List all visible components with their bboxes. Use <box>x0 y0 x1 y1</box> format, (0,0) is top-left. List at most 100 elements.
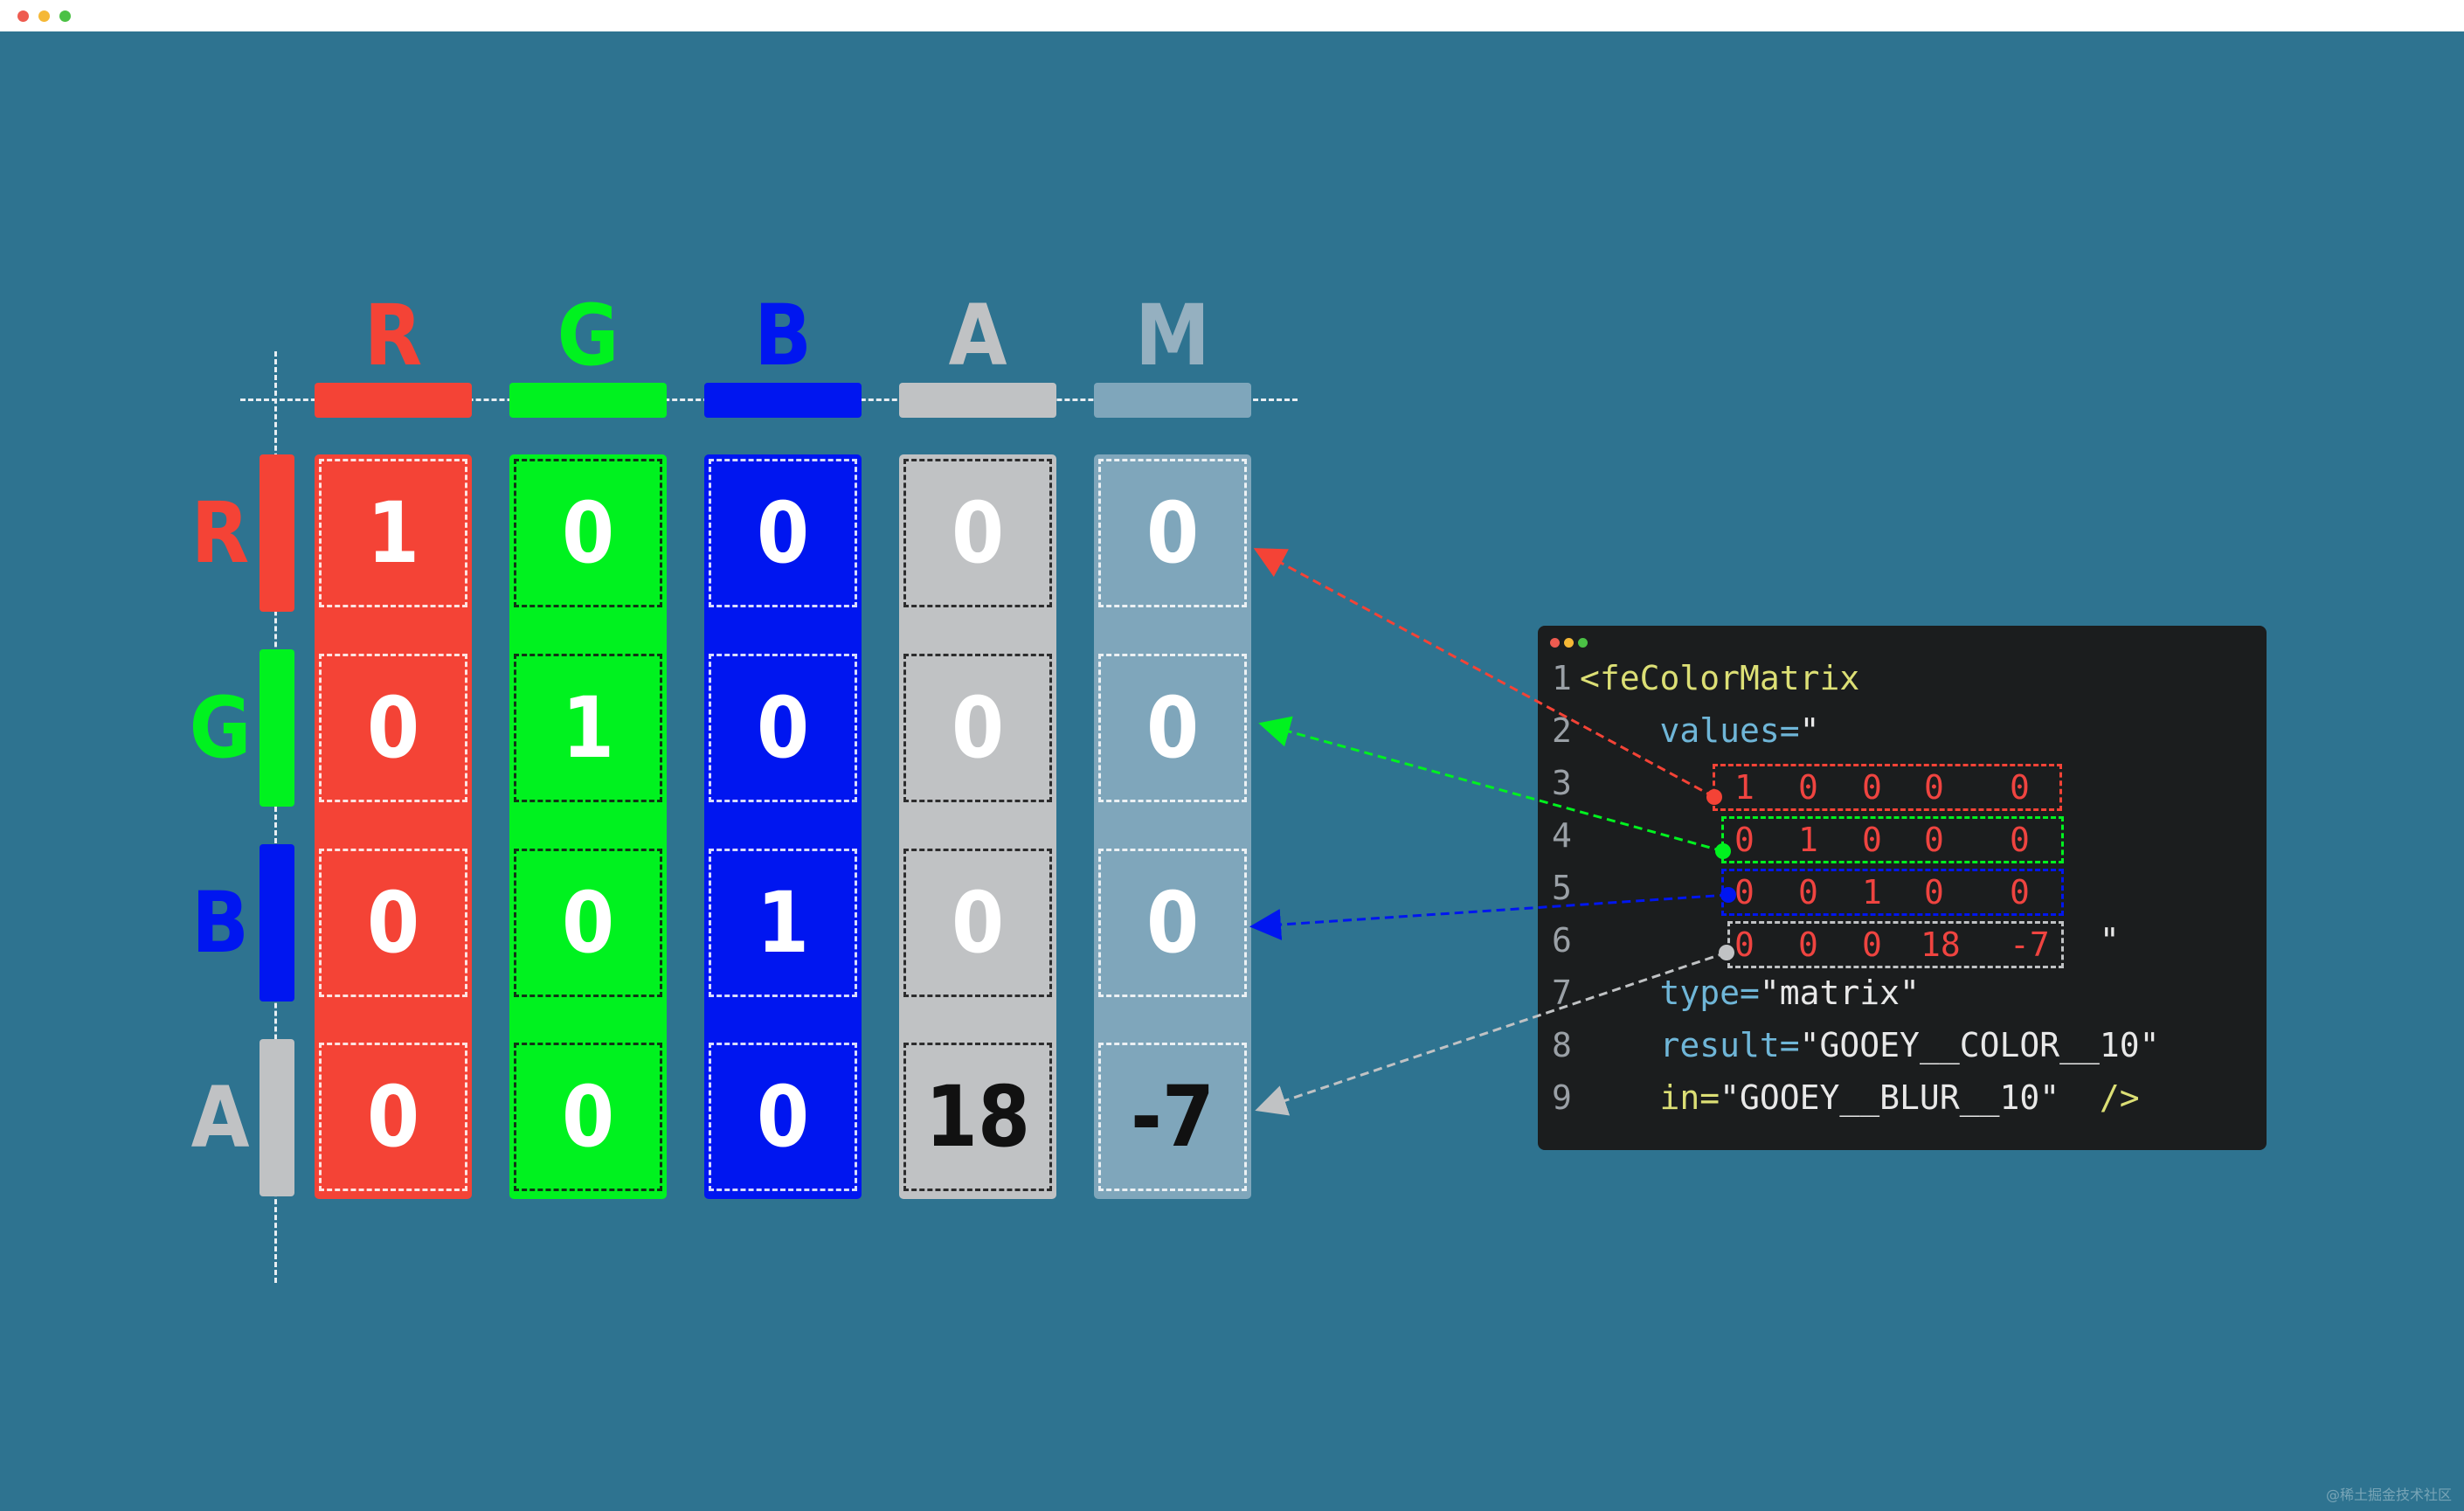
code-line: 9 in="GOOEY__BLUR__10" /> <box>1538 1071 2267 1124</box>
code-row-value: 0 <box>1798 925 1818 964</box>
code-row-value: 1 <box>1862 873 1882 911</box>
row-bar-b <box>260 844 294 1002</box>
row-label-g: G <box>189 679 252 777</box>
matrix-cell: 0 <box>1098 849 1247 997</box>
code-row-value: 0 <box>2010 873 2030 911</box>
code-text: type="matrix" <box>1580 967 1920 1019</box>
column-bar-a <box>899 383 1056 418</box>
close-window-icon[interactable] <box>17 10 29 22</box>
matrix-cell: 0 <box>514 459 662 607</box>
matrix-cell: 0 <box>1098 459 1247 607</box>
code-row-value: 0 <box>2010 768 2030 807</box>
code-row-values: 1 0 0 0 0 <box>1715 766 2059 808</box>
connector-origin-dot <box>1706 789 1722 805</box>
row-label-a: A <box>190 1069 250 1167</box>
matrix-column-r: 1 0 0 0 <box>315 454 472 1199</box>
code-line: 2 values=" <box>1538 704 2267 757</box>
matrix-cell: 0 <box>709 459 857 607</box>
maximize-window-icon[interactable] <box>59 10 71 22</box>
code-row-value: 0 <box>1798 873 1818 911</box>
matrix-cell: 0 <box>709 654 857 802</box>
code-row-value: 0 <box>1734 925 1755 964</box>
connector-arrow <box>1255 951 1727 1116</box>
connector-arrow <box>1253 548 1715 799</box>
connector-origin-dot <box>1719 945 1734 960</box>
matrix-cell: 0 <box>319 849 467 997</box>
line-number: 1 <box>1552 659 1572 697</box>
minimize-window-icon[interactable] <box>38 10 50 22</box>
code-row-value: 0 <box>1862 821 1882 859</box>
code-token: "GOOEY__COLOR__10" <box>1799 1026 2160 1064</box>
code-token: result= <box>1580 1026 1800 1064</box>
row-bar-g <box>260 649 294 807</box>
connector-arrow <box>1258 716 1724 853</box>
line-number: 8 <box>1552 1026 1572 1064</box>
code-line: 7 type="matrix" <box>1538 967 2267 1019</box>
code-token: values= <box>1580 711 1800 750</box>
connector-arrow <box>1249 893 1729 940</box>
matrix-cell: 1 <box>319 459 467 607</box>
matrix-cell: 0 <box>319 654 467 802</box>
code-text: result="GOOEY__COLOR__10" <box>1580 1019 2160 1071</box>
column-label-m: M <box>1135 287 1210 385</box>
column-label-a: A <box>948 287 1007 385</box>
column-label-r: R <box>363 287 423 385</box>
code-row-value: 0 <box>2010 821 2030 859</box>
matrix-cell: 0 <box>709 1043 857 1191</box>
matrix-column-m: 0 0 0 -7 <box>1094 454 1251 1199</box>
matrix-cell: 0 <box>319 1043 467 1191</box>
code-minimize-icon <box>1564 638 1574 648</box>
matrix-cell: -7 <box>1098 1043 1247 1191</box>
column-bar-r <box>315 383 472 418</box>
matrix-cell: 0 <box>903 459 1052 607</box>
code-row-value: 0 <box>1924 768 1944 807</box>
code-token: "matrix" <box>1759 974 1920 1012</box>
code-text: " <box>1580 914 2120 967</box>
line-number: 4 <box>1552 816 1572 855</box>
line-number: 7 <box>1552 974 1572 1012</box>
code-token: " <box>1580 921 2120 960</box>
matrix-cell: 1 <box>514 654 662 802</box>
code-row-value: 0 <box>1734 821 1755 859</box>
row-label-b: B <box>191 874 249 972</box>
code-token: in= <box>1580 1078 1720 1117</box>
code-line: 3 <box>1538 757 2267 809</box>
code-close-icon <box>1550 638 1560 648</box>
code-line: 8 result="GOOEY__COLOR__10" <box>1538 1019 2267 1071</box>
code-row-value: 1 <box>1734 768 1755 807</box>
connector-arrows <box>1249 548 1736 1116</box>
column-bar-b <box>704 383 862 418</box>
code-text: values=" <box>1580 704 1820 757</box>
code-token: <feColorMatrix <box>1580 659 1860 697</box>
connector-origin-dot <box>1720 887 1736 903</box>
code-line: 6 " <box>1538 914 2267 967</box>
code-row-value: 18 <box>1921 925 1961 964</box>
matrix-cell: 0 <box>1098 654 1247 802</box>
line-number: 9 <box>1552 1078 1572 1117</box>
code-line: 5 <box>1538 862 2267 914</box>
code-token: /> <box>2059 1078 2140 1117</box>
code-row-value: 1 <box>1798 821 1818 859</box>
code-line: 4 <box>1538 809 2267 862</box>
code-row-value: 0 <box>1924 873 1944 911</box>
code-row-value: 0 <box>1862 768 1882 807</box>
column-bar-m <box>1094 383 1251 418</box>
code-token: " <box>1799 711 1820 750</box>
code-row-value: -7 <box>2010 925 2050 964</box>
row-bar-r <box>260 454 294 612</box>
row-label-r: R <box>190 484 250 582</box>
matrix-cell: 0 <box>903 654 1052 802</box>
row-bar-a <box>260 1039 294 1196</box>
matrix-cell: 18 <box>903 1043 1052 1191</box>
code-row-value: 0 <box>1798 768 1818 807</box>
